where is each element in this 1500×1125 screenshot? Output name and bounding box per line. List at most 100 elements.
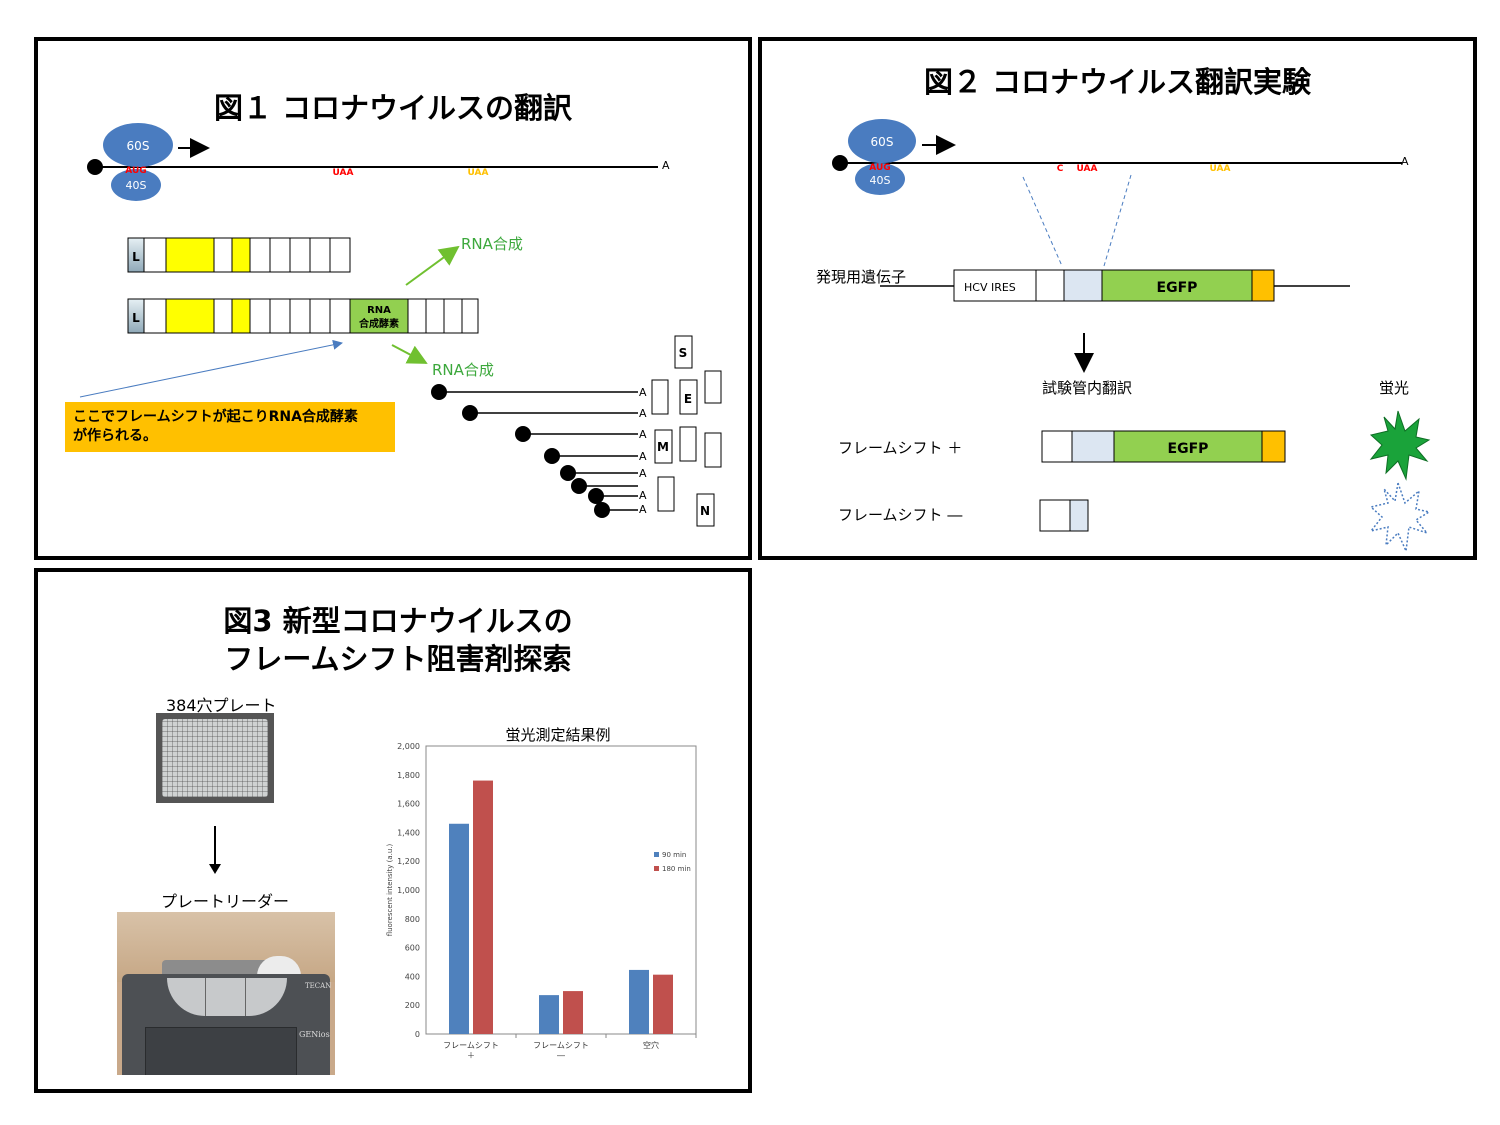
legend-swatch	[654, 866, 659, 871]
chart-title: 蛍光測定結果例	[505, 726, 610, 744]
x-tick-label: フレームシフト	[533, 1041, 589, 1050]
y-tick-label: 1,600	[397, 800, 420, 809]
chart-plot-frame	[425, 745, 697, 1035]
rna-polymerase-label-2: 合成酵素	[358, 317, 399, 330]
x-tick-label: 空穴	[643, 1040, 659, 1050]
hcv-ires-label: HCV IRES	[964, 281, 1016, 294]
ribosome-60s-label: 60S	[871, 135, 894, 149]
no-fluorescence-star-icon	[1369, 482, 1431, 554]
polyprotein-row-1: L	[127, 237, 351, 273]
ribosome-40s-label: 40S	[870, 174, 891, 187]
stop-codon-1-label: UAA	[333, 168, 354, 178]
frameshift-plus-product: EGFP	[1041, 430, 1286, 463]
start-codon-label: AUG	[125, 166, 146, 176]
sgrna-end-5: A	[639, 467, 647, 480]
egfp-label-2: EGFP	[1168, 441, 1209, 457]
figure2-title: 図２ コロナウイルス翻訳実験	[923, 65, 1312, 99]
protein-label-m: M	[657, 440, 669, 454]
plate-to-reader-arrow	[209, 826, 221, 874]
frameshift-note-line-2: が作られる。	[73, 428, 157, 444]
stop-codon-1-label: UAA	[1077, 164, 1098, 174]
ribosome-60s	[103, 123, 173, 167]
ribosome-40s	[111, 169, 161, 201]
chart-legend: 90 min 180 min	[654, 851, 691, 873]
sgrna-end-1: A	[639, 386, 647, 399]
frameshift-minus-label: フレームシフト ―	[838, 506, 962, 524]
y-tick-label: 1,400	[397, 828, 420, 837]
rna-polymerase-box	[349, 298, 409, 334]
reader-brand-text: TECAN	[305, 982, 332, 990]
y-tick-label: 2,000	[397, 742, 420, 751]
legend-label: 180 min	[662, 865, 691, 873]
figure3-title-line-2: フレームシフト阻害剤探索	[224, 642, 572, 676]
figure3-title-line-1: 図3 新型コロナウイルスの	[223, 604, 573, 638]
reader-model-text: GENios	[299, 1030, 330, 1039]
cap-dot	[87, 159, 103, 175]
plate-reader-photo: TECAN GENios	[117, 912, 335, 1075]
y-tick-label: 1,200	[397, 857, 420, 866]
bar-90min	[629, 969, 649, 1034]
y-tick-label: 800	[405, 915, 420, 924]
stop-codon-2-label: UAA	[1210, 164, 1231, 174]
protein-label-e: E	[684, 392, 692, 406]
structural-protein-boxes: S E M N	[651, 335, 722, 527]
bar-180min	[473, 780, 493, 1034]
ribosome-60s-label: 60S	[127, 139, 150, 153]
plate-reader-label: プレートリーダー	[161, 892, 290, 911]
legend-swatch	[654, 852, 659, 857]
x-tick-label: フレームシフト	[443, 1041, 499, 1050]
zoom-line-left	[1022, 176, 1063, 267]
plate-label: 384穴プレート	[166, 696, 277, 715]
rna-synthesis-arrow-2	[391, 344, 428, 364]
figure3-title: 図3 新型コロナウイルスの フレームシフト阻害剤探索	[38, 602, 758, 678]
poly-a-label: A	[662, 159, 670, 172]
sgrna-end-6: A	[639, 489, 647, 502]
frameshift-note-line-1: ここでフレームシフトが起こりRNA合成酵素	[73, 409, 358, 425]
figure3-panel: 図3 新型コロナウイルスの フレームシフト阻害剤探索 384穴プレート プレート…	[34, 568, 752, 1093]
x-tick-label: ＋	[467, 1051, 475, 1060]
y-tick-label: 1,000	[397, 886, 420, 895]
frameshift-pointer-arrow	[79, 339, 343, 398]
rna-polymerase-label-1: RNA	[367, 305, 391, 316]
sgrna-end-3: A	[639, 428, 647, 441]
expression-gene-label: 発現用遺伝子	[816, 268, 906, 286]
y-tick-label: 600	[405, 944, 420, 953]
figure2-panel: 図２ コロナウイルス翻訳実験 60S 40S AUG C UAA UAA A 発…	[758, 37, 1477, 560]
y-tick-label: 0	[415, 1030, 420, 1039]
egfp-label: EGFP	[1157, 280, 1198, 296]
chart-y-axis-label: fluorescent intensity (a.u.)	[386, 843, 394, 936]
bar-180min	[653, 974, 673, 1034]
start-codon-label: AUG	[869, 163, 890, 173]
leader-label-1: L	[132, 250, 140, 264]
x-tick-label: ―	[557, 1051, 565, 1060]
bar-90min	[449, 823, 469, 1034]
in-vitro-translation-label: 試験管内翻訳	[1042, 379, 1132, 397]
frameshift-plus-label: フレームシフト ＋	[838, 439, 962, 457]
legend-label: 90 min	[662, 851, 686, 859]
cap-dot	[832, 155, 848, 171]
ribosome-60s	[848, 119, 916, 163]
figure1-panel: 図１ コロナウイルスの翻訳 60S 40S AUG UAA UAA A L	[34, 37, 752, 560]
y-tick-label: 400	[405, 972, 420, 981]
stop-codon-2-label: UAA	[468, 168, 489, 178]
y-tick-label: 1,800	[397, 771, 420, 780]
ribosome-40s	[855, 163, 905, 195]
codon-c-label: C	[1057, 164, 1064, 174]
leader-label-2: L	[132, 311, 140, 325]
expression-construct: HCV IRES EGFP	[953, 269, 1275, 302]
figure1-diagram: 60S 40S AUG UAA UAA A L L	[79, 123, 722, 527]
protein-label-n: N	[700, 504, 710, 518]
fluorescent-star-icon	[1369, 410, 1431, 481]
figure2-diagram: 60S 40S AUG C UAA UAA A 発現用遺伝子 HCV IRES …	[816, 119, 1431, 554]
rna-synthesis-arrow-1	[405, 245, 460, 286]
bar-180min	[563, 991, 583, 1034]
rna-synthesis-label-1: RNA合成	[461, 235, 523, 253]
bar-90min	[539, 995, 559, 1034]
subgenomic-rnas: A A A A A A A	[431, 384, 647, 518]
rna-synthesis-label-2: RNA合成	[432, 361, 494, 379]
chart-x-ticks: フレームシフト＋フレームシフト―空穴	[443, 1034, 697, 1060]
frameshift-note-box: ここでフレームシフトが起こりRNA合成酵素 が作られる。	[65, 402, 395, 452]
polyprotein-row-2: L RNA 合成酵素	[127, 298, 479, 334]
chart-bars	[449, 780, 673, 1034]
plate-photo	[156, 713, 274, 803]
